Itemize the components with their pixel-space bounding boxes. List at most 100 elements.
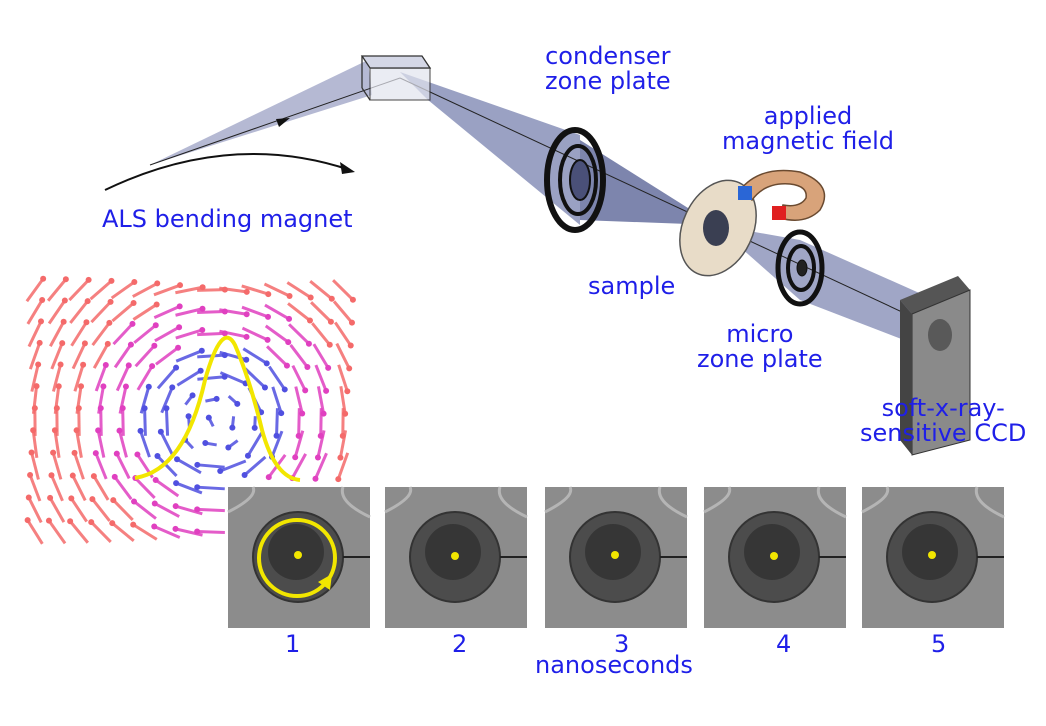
field-arrowhead — [154, 280, 161, 287]
field-arrowhead — [243, 288, 250, 295]
field-arrowhead — [172, 503, 179, 510]
field-arrowhead — [108, 277, 115, 284]
field-arrow — [332, 300, 354, 324]
field-arrowhead — [84, 298, 91, 305]
field-arrow — [287, 302, 311, 322]
field-arrow — [176, 457, 202, 475]
field-arrow — [297, 408, 301, 436]
field-arrowhead — [202, 440, 209, 447]
field-arrowhead — [243, 311, 250, 318]
field-arrow — [51, 364, 63, 392]
field-arrowhead — [251, 424, 258, 431]
field-arrowhead — [80, 361, 87, 368]
field-arrow — [75, 430, 83, 458]
field-arrowhead — [307, 294, 314, 301]
field-arrowhead — [116, 427, 123, 434]
field-arrowhead — [59, 340, 66, 347]
field-arrowhead — [141, 405, 148, 412]
vortex-core-marker — [294, 551, 302, 559]
field-arrow — [197, 485, 225, 491]
field-arrowhead — [217, 468, 224, 475]
field-arrowhead — [151, 500, 158, 507]
field-arrowhead — [92, 450, 99, 457]
field-arrowhead — [145, 383, 152, 390]
xray-frame-3 — [544, 486, 688, 628]
field-arrow — [94, 364, 108, 392]
field-arrowhead — [152, 322, 159, 329]
field-arrow — [219, 371, 247, 385]
field-arrowhead — [349, 296, 356, 303]
field-arrow — [219, 308, 247, 316]
field-arrowhead — [90, 473, 97, 480]
field-arrowhead — [241, 472, 248, 479]
beam-condenser-to-sample — [580, 140, 715, 225]
vortex-rotation-circle — [257, 518, 337, 598]
field-arrow — [291, 453, 307, 479]
beam-to-condenser — [400, 72, 580, 225]
field-arrow — [92, 475, 110, 501]
field-arrowhead — [285, 339, 292, 346]
field-arrow — [197, 309, 225, 315]
field-arrowhead — [40, 275, 47, 282]
field-arrow — [175, 328, 203, 340]
field-arrow — [143, 408, 147, 436]
field-arrow — [316, 430, 326, 458]
field-arrowhead — [38, 318, 45, 325]
field-arrowhead — [335, 476, 342, 483]
beam-axis — [149, 77, 401, 166]
field-arrowhead — [122, 383, 129, 390]
field-arrow — [175, 504, 203, 516]
xray-image-sequence — [227, 486, 1005, 628]
field-arrowhead — [325, 364, 332, 371]
field-arrow — [121, 408, 125, 436]
field-arrowhead — [213, 395, 220, 402]
sample-holder — [679, 179, 757, 277]
field-arrowhead — [328, 295, 335, 302]
field-arrowhead — [45, 517, 52, 524]
field-arrowhead — [283, 362, 290, 369]
field-arrowhead — [134, 451, 141, 458]
field-arrow — [132, 523, 158, 541]
frame-label-4: 4 — [776, 630, 792, 658]
field-arrow — [175, 285, 203, 295]
frame-label-2: 2 — [452, 630, 468, 658]
field-arrow — [219, 329, 247, 339]
field-arrow — [243, 455, 267, 477]
field-arrow — [275, 408, 279, 436]
field-arrow — [153, 283, 181, 297]
field-arrow — [134, 344, 156, 368]
field-arrow — [293, 430, 305, 458]
field-arrow — [53, 430, 61, 458]
field-arrowhead — [31, 405, 38, 412]
field-arrowhead — [102, 361, 109, 368]
field-arrow — [310, 301, 332, 323]
field-arrow — [175, 307, 203, 317]
field-arrowhead — [244, 452, 251, 459]
field-arrowhead — [73, 427, 80, 434]
field-arrow — [312, 343, 330, 369]
field-arrowhead — [229, 424, 236, 431]
field-arrow — [153, 304, 181, 320]
field-arrow — [243, 367, 267, 389]
field-arrowhead — [151, 342, 158, 349]
field-arrow — [132, 303, 158, 321]
field-arrowhead — [53, 405, 60, 412]
field-arrow — [28, 474, 42, 502]
field-arrow — [139, 430, 151, 458]
field-arrow — [71, 342, 87, 370]
field-arrow — [314, 364, 328, 392]
field-arrowhead — [243, 333, 250, 340]
frame-label-3: 3 — [614, 630, 630, 658]
field-arrowhead — [265, 291, 272, 298]
field-arrow — [197, 530, 225, 534]
field-arrow — [219, 286, 247, 294]
field-arrowhead — [194, 506, 201, 513]
field-arrowhead — [278, 410, 285, 417]
field-arrow — [46, 278, 68, 302]
field-arrow — [115, 364, 131, 392]
field-arrowhead — [35, 361, 42, 368]
field-arrowhead — [33, 383, 40, 390]
field-arrow — [113, 475, 133, 501]
field-arrow — [314, 452, 328, 480]
